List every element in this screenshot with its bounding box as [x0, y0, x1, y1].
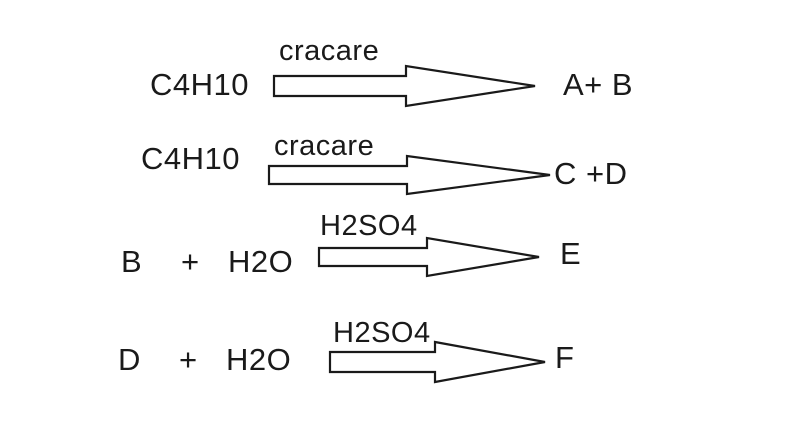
reaction-3-arrow: [317, 236, 540, 278]
reaction-1-products: A+ B: [563, 67, 634, 102]
reaction-1-arrow: [272, 64, 536, 108]
reaction-3-plus: +: [181, 244, 200, 279]
reaction-3-reactant-2: H2O: [228, 244, 294, 279]
reaction-2-condition: cracare: [274, 130, 375, 162]
reaction-2-reactant: C4H10: [141, 141, 240, 176]
reaction-3-reactant-1: B: [121, 244, 143, 279]
reaction-4-reactant-1: D: [118, 342, 141, 377]
reaction-4-arrow: [328, 340, 546, 384]
reaction-4-condition: H2SO4: [333, 317, 431, 349]
reaction-1-condition: cracare: [279, 35, 380, 67]
reaction-4-reactant-2: H2O: [226, 342, 292, 377]
reaction-2-arrow: [267, 154, 551, 196]
reaction-4-plus: +: [179, 342, 198, 377]
reaction-4-products: F: [555, 340, 575, 375]
reaction-3-products: E: [560, 236, 582, 271]
reaction-3-condition: H2SO4: [320, 210, 418, 242]
reaction-2-products: C +D: [554, 156, 628, 191]
reaction-1-reactant: C4H10: [150, 67, 249, 102]
